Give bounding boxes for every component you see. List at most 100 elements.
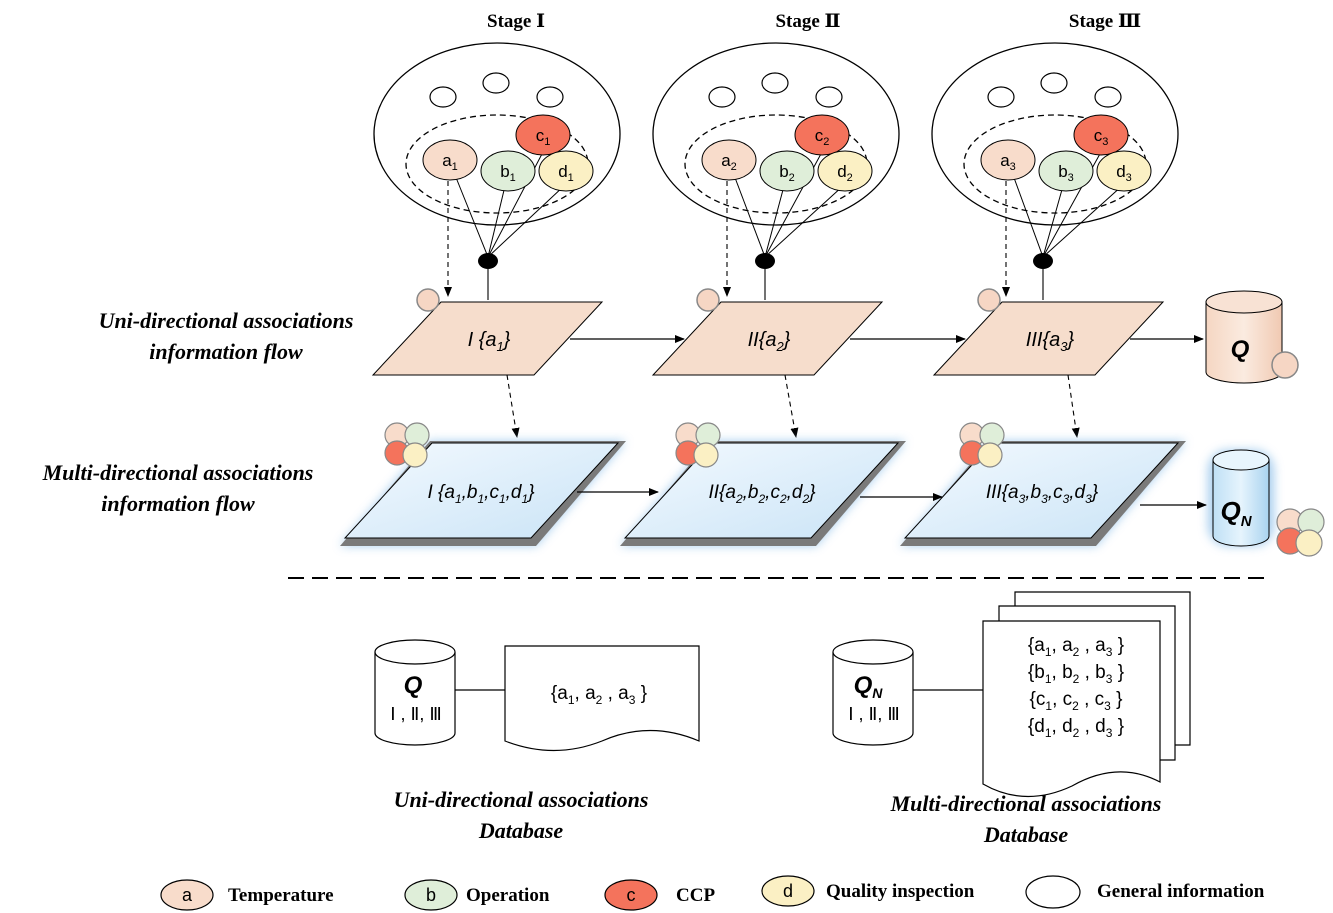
- multi-db-stages: Ⅰ , Ⅱ, Ⅲ: [848, 704, 900, 724]
- multi-plane-1: I {a1,b1,c1,d1}: [340, 441, 626, 546]
- node-d2-letter: d: [837, 162, 846, 181]
- node-b2-sub: 2: [789, 172, 795, 184]
- node-d3-sub: 3: [1126, 172, 1132, 184]
- uni-plane-2: II{a2}: [651, 301, 884, 376]
- multi-database-block: QN Ⅰ , Ⅱ, Ⅲ {a1, a2 , a3 } {b1, b2 , b3 …: [832, 591, 1191, 798]
- stage-3-cluster: a3 b3 c3 d3: [931, 42, 1179, 269]
- svg-text:II{a2}: II{a2}: [748, 329, 791, 354]
- node-d1-sub: 1: [568, 172, 574, 184]
- node-c1-letter: c: [536, 126, 545, 145]
- uni-db-caption-line1: Uni-directional associations: [394, 787, 649, 812]
- legend: a Temperature b Operation c CCP d Qualit…: [160, 875, 1265, 911]
- svg-text:c3: c3: [1094, 126, 1109, 148]
- svg-text:a1: a1: [442, 151, 458, 173]
- multi-db-q: Q: [854, 672, 873, 699]
- svg-text:a: a: [182, 885, 193, 905]
- uni-to-multi-connectors: [506, 374, 1080, 438]
- node-a2-letter: a: [721, 151, 731, 170]
- legend-item-temperature: a Temperature: [160, 879, 334, 911]
- uni-plane-1: I {a1}: [371, 301, 604, 376]
- node-c2-sub: 2: [823, 136, 829, 148]
- node-b3-letter: b: [1058, 162, 1067, 181]
- svg-text:d3: d3: [1116, 162, 1132, 184]
- multi-row-label-line2: information flow: [101, 491, 255, 516]
- node-a2-sub: 2: [731, 161, 737, 173]
- multi-plane-1-label: I {a1,b1,c1,d1}: [427, 482, 535, 506]
- multi-db-doc-line-c: {c1, c2 , c3 }: [1030, 689, 1123, 713]
- uni-output-q: Q: [1231, 336, 1250, 363]
- svg-text:QN: QN: [1220, 496, 1252, 530]
- multi-output-sub: N: [1241, 513, 1253, 530]
- svg-text:d1: d1: [558, 162, 574, 184]
- uni-row-label-line2: information flow: [149, 339, 303, 364]
- legend-item-general-information: General information: [1025, 875, 1265, 909]
- multi-db-caption-line1: Multi-directional associations: [890, 791, 1162, 816]
- svg-text:b3: b3: [1058, 162, 1074, 184]
- svg-text:Operation: Operation: [466, 885, 550, 906]
- uni-plane-1-a: a: [485, 329, 496, 351]
- stage-title-2: Stage Ⅱ: [775, 11, 840, 32]
- stage-to-uni-connectors: [444, 181, 1044, 300]
- svg-text:c: c: [627, 885, 636, 905]
- uni-db-doc-text: {a1, a2 , a3 }: [551, 683, 647, 707]
- svg-text:General information: General information: [1097, 881, 1265, 902]
- multi-flow-arrows: [577, 488, 1207, 509]
- uni-plane-1-sub: 1: [497, 339, 504, 354]
- svg-text:I {a1}: I {a1}: [468, 329, 511, 354]
- node-a3-sub: 3: [1010, 161, 1016, 173]
- multi-token-clusters: [384, 422, 1005, 468]
- uni-db-caption-line2: Database: [478, 818, 564, 843]
- svg-text:d: d: [783, 881, 793, 901]
- multi-plane-2: II{a2,b2,c2,d2}: [620, 441, 906, 546]
- multi-plane-2-label: II{a2,b2,c2,d2}: [708, 482, 816, 506]
- uni-row-label-line1: Uni-directional associations: [99, 308, 354, 333]
- svg-text:d2: d2: [837, 162, 853, 184]
- uni-plane-2-sub: 2: [776, 339, 785, 354]
- multi-row-label-line1: Multi-directional associations: [42, 460, 314, 485]
- node-d3-letter: d: [1116, 162, 1125, 181]
- node-d2-sub: 2: [847, 172, 853, 184]
- uni-database-block: Q Ⅰ , Ⅱ, Ⅲ {a1, a2 , a3 }: [374, 639, 700, 752]
- node-c1-sub: 1: [544, 136, 550, 148]
- legend-item-operation: b Operation: [404, 879, 550, 911]
- node-c2-letter: c: [815, 126, 824, 145]
- svg-text:CCP: CCP: [676, 885, 715, 906]
- svg-text:Temperature: Temperature: [228, 885, 334, 906]
- uni-token-bubbles: [416, 288, 1001, 312]
- multi-output-q: Q: [1220, 496, 1240, 526]
- svg-text:b: b: [426, 885, 436, 905]
- svg-text:Quality inspection: Quality inspection: [826, 881, 975, 902]
- svg-text:c2: c2: [815, 126, 830, 148]
- node-b2-letter: b: [779, 162, 788, 181]
- uni-db-q: Q: [404, 672, 423, 699]
- legend-item-ccp: c CCP: [604, 879, 715, 911]
- svg-text:QN: QN: [854, 672, 884, 701]
- svg-text:c1: c1: [536, 126, 551, 148]
- multi-db-caption-line2: Database: [983, 822, 1069, 847]
- node-a3-letter: a: [1000, 151, 1010, 170]
- stage-title-3: Stage Ⅲ: [1069, 11, 1141, 32]
- stage-1-cluster: a1 b1 c1 d1: [373, 42, 621, 269]
- uni-output-database: Q: [1205, 290, 1299, 384]
- multi-output-database: QN: [1212, 449, 1325, 557]
- stage-2-cluster: a2 b2 c2 d2: [652, 42, 900, 269]
- svg-text:III{a3}: III{a3}: [1026, 329, 1075, 354]
- legend-item-quality-inspection: d Quality inspection: [761, 875, 975, 907]
- node-d1-letter: d: [558, 162, 567, 181]
- uni-db-stages: Ⅰ , Ⅱ, Ⅲ: [390, 704, 442, 724]
- node-a1-letter: a: [442, 151, 452, 170]
- svg-text:a2: a2: [721, 151, 737, 173]
- multi-db-doc-line-d: {d1, d2 , d3 }: [1028, 716, 1124, 740]
- uni-plane-2-a: a: [765, 329, 776, 351]
- svg-text:b2: b2: [779, 162, 795, 184]
- uni-plane-3: III{a3}: [932, 301, 1165, 376]
- node-b1-sub: 1: [510, 172, 516, 184]
- multi-plane-3: III{a3,b3,c3,d3}: [900, 441, 1186, 546]
- node-a1-sub: 1: [452, 161, 458, 173]
- multi-db-q-sub: N: [872, 685, 883, 701]
- uni-plane-3-a: a: [1049, 329, 1060, 351]
- svg-text:a3: a3: [1000, 151, 1016, 173]
- uni-plane-1-suffix: }: [502, 329, 511, 351]
- uni-plane-3-prefix: III{: [1026, 329, 1052, 351]
